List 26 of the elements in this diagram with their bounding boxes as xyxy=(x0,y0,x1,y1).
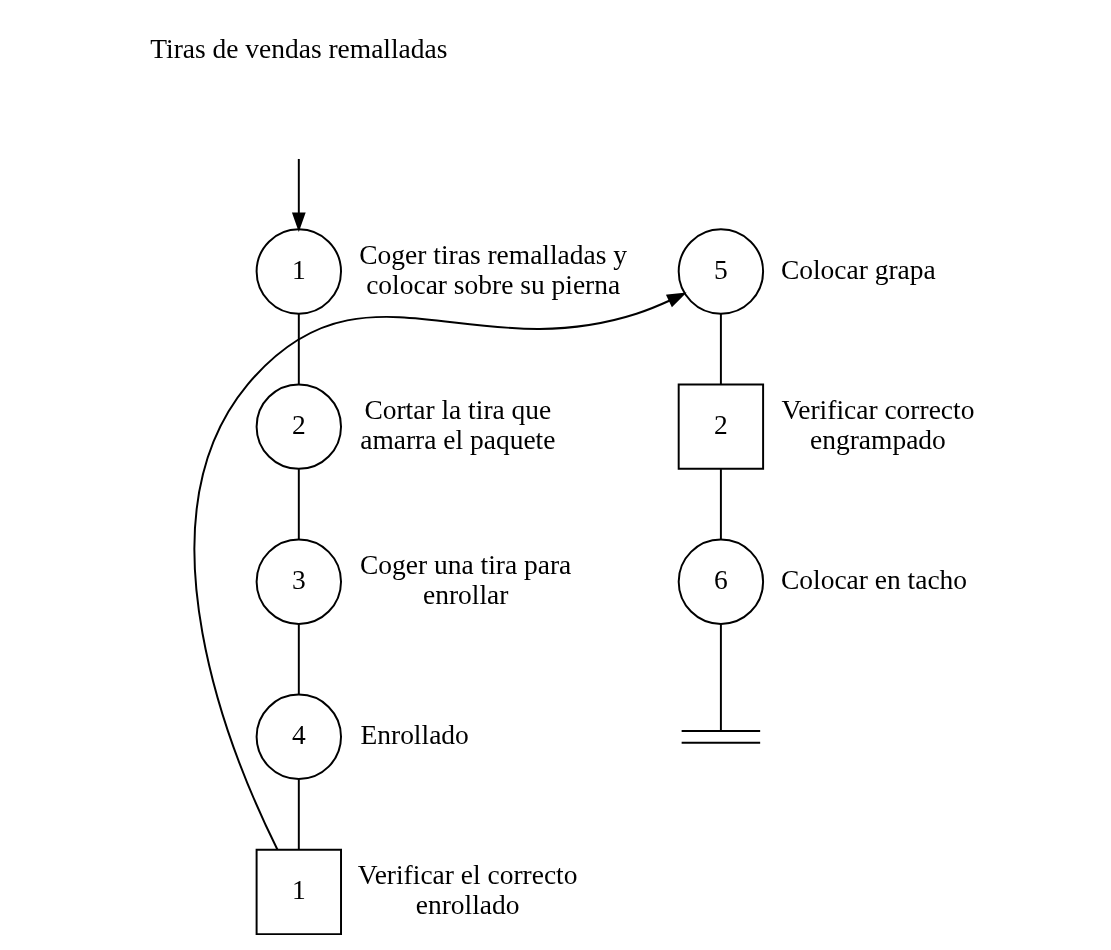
node-label: Verificar correcto engrampado xyxy=(781,395,975,455)
connector xyxy=(719,623,722,732)
node-circle: 4 xyxy=(255,693,342,780)
node-label: Coger tiras remalladas y colocar sobre su pierna xyxy=(359,240,628,300)
node-circle: 3 xyxy=(255,538,342,625)
node-label: Cortar la tira que amarra el paquete xyxy=(360,395,556,455)
connector xyxy=(297,778,300,851)
connector xyxy=(297,313,300,386)
node-circle: 5 xyxy=(677,228,765,315)
node-label: Enrollado xyxy=(360,720,469,751)
node-label: Colocar en tacho xyxy=(780,564,968,595)
connector xyxy=(297,468,300,541)
connector xyxy=(719,468,722,541)
node-circle: 6 xyxy=(677,538,765,625)
arrow xyxy=(291,158,306,233)
connector xyxy=(297,623,300,696)
label: Tiras de vendas remalladas xyxy=(150,34,448,65)
node-label: Colocar grapa xyxy=(780,254,936,285)
node-circle: 2 xyxy=(255,383,342,470)
node-label: Verificar el correcto enrollado xyxy=(357,860,578,920)
node-circle: 1 xyxy=(255,228,342,315)
arrow xyxy=(193,292,687,851)
node-box: 2 xyxy=(677,383,765,470)
node-label: Coger una tira para enrollar xyxy=(360,550,572,610)
node-box: 1 xyxy=(255,848,342,936)
connector xyxy=(719,313,722,386)
